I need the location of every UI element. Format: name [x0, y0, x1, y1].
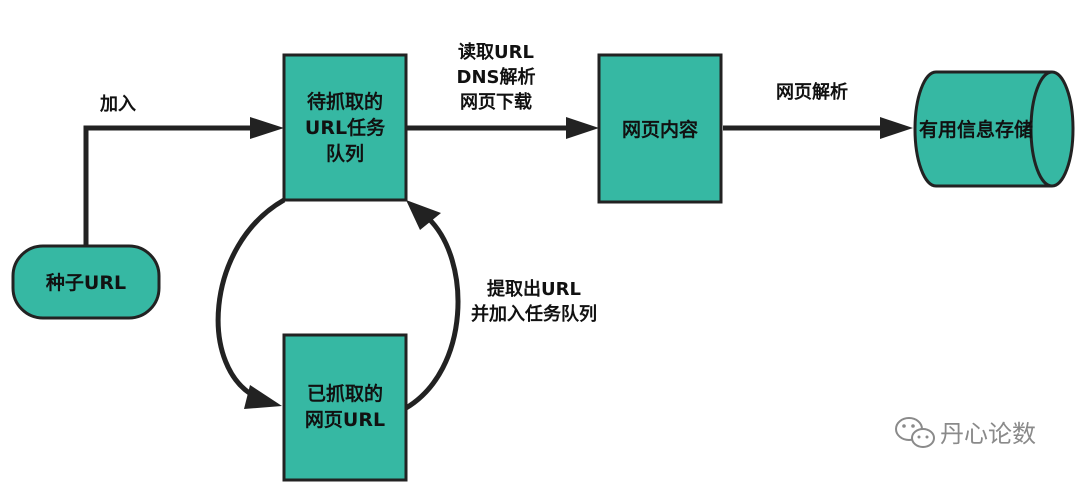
- node-fetched-url-line-2: 网页URL: [305, 409, 385, 431]
- edge-label-download: 网页下载: [460, 91, 532, 113]
- edge-fetched-to-queue-curve: [404, 216, 461, 411]
- node-url-queue-shape: [282, 53, 408, 202]
- wechat-icon: [895, 417, 935, 448]
- node-page-content-label: 网页内容: [622, 118, 698, 141]
- node-fetched-url-shape: [282, 333, 408, 482]
- edge-queue-to-fetched-curve: [215, 197, 286, 401]
- node-fetched-url-line-1: 已抓取的: [307, 382, 383, 405]
- arrowhead-queue-bottom: [406, 200, 441, 230]
- node-storage-cylinder: 有用信息存储: [913, 70, 1075, 188]
- node-storage-label: 有用信息存储: [919, 118, 1033, 141]
- node-url-queue: 待抓取的 URL任务 队列: [282, 53, 408, 202]
- edge-seed-to-queue-line: [83, 125, 255, 246]
- edge-seed-to-queue: 加入: [83, 94, 284, 246]
- node-seed-url-shape: [11, 244, 161, 320]
- edge-label-add-to-queue: 并加入任务队列: [471, 303, 597, 325]
- edge-label-dns: DNS解析: [457, 66, 536, 88]
- arrowhead-content: [566, 117, 599, 139]
- node-fetched-url: 已抓取的 网页URL: [282, 333, 408, 482]
- arrowhead-queue-left: [250, 117, 284, 139]
- edge-queue-to-fetched: [215, 197, 286, 409]
- edge-queue-to-content: 读取URL DNS解析 网页下载: [406, 41, 599, 139]
- edge-label-read-url: 读取URL: [458, 41, 534, 63]
- node-url-queue-line-3: 队列: [326, 142, 364, 165]
- node-url-queue-line-1: 待抓取的: [307, 90, 383, 113]
- node-seed-url: 种子URL: [11, 244, 161, 320]
- node-storage-end-arc: [1029, 70, 1053, 188]
- node-page-content-shape: [597, 53, 723, 204]
- arrowhead-storage: [880, 117, 913, 139]
- edge-label-parse: 网页解析: [776, 81, 848, 103]
- edge-fetched-to-queue: 提取出URL 并加入任务队列: [404, 200, 597, 411]
- edge-label-join: 加入: [99, 94, 136, 115]
- watermark: 丹心论数: [895, 417, 1036, 448]
- node-seed-url-label: 种子URL: [45, 272, 126, 294]
- node-url-queue-line-2: URL任务: [305, 116, 386, 139]
- edge-label-extract-url: 提取出URL: [487, 278, 581, 300]
- node-page-content: 网页内容: [597, 53, 723, 204]
- arrowhead-fetched: [244, 385, 282, 409]
- watermark-text: 丹心论数: [940, 420, 1036, 448]
- edge-content-to-storage: 网页解析: [723, 81, 913, 139]
